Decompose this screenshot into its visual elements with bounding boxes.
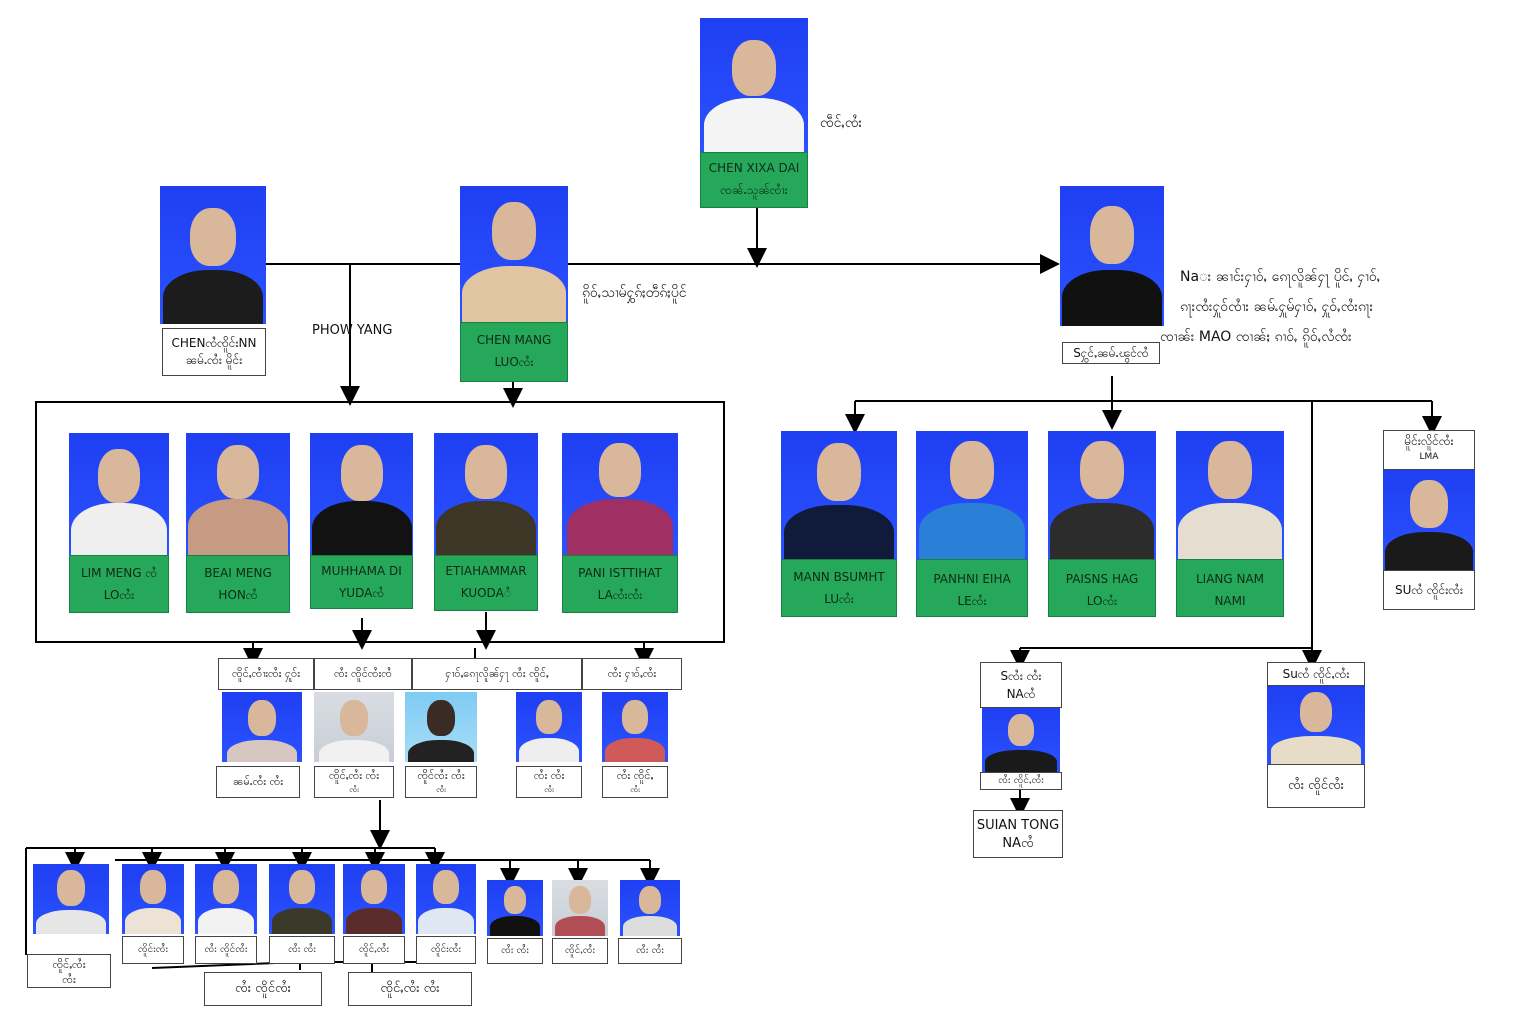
right-grand1-photo (982, 708, 1060, 772)
bottom-label-7: ၸႆး ၸႆး (487, 938, 543, 964)
right-grand2-bottom: ၸႆး ၸိူင်ၸႆး (1267, 764, 1365, 808)
grand-left-label-3: ၸိူင်ၸႆး ၸႆးၸႆး (405, 766, 477, 798)
right-single-top-label: မိူင်းလိူင်ၸႆးLMA (1383, 430, 1475, 470)
right-grand2-top: Suၸႆ ၸိူင်ႇၸႆး (1267, 662, 1365, 686)
spouse-photo-1 (222, 692, 302, 762)
left-parent-photo (160, 186, 266, 324)
grand-left-label-2: ၸိူင်ႇၸႆး ၸႆးၸႆး (314, 766, 394, 798)
spouse-photo-2 (314, 692, 394, 762)
mid-parent-photo (460, 186, 568, 322)
child-photo (562, 433, 678, 555)
spouse-label-3: ႁၢဝ်ႇၵေႃလိူၼ်ႁႃ ၸႆး ၸိူင်ႇ (412, 658, 582, 690)
right-single-bottom-label: SUၸႆ ၸိူင်းၸႆး (1383, 570, 1475, 610)
bottom-box-1: ၸႆး ၸိူင်ၸႆး (204, 972, 322, 1006)
bottom-photo-6 (416, 864, 476, 934)
child-left-1: LIM MENG ၸႆLOၸႆး (69, 433, 169, 613)
right-grand1-bottom: ၸႆး ၸိူင်ႇၸႆး (980, 772, 1062, 790)
bottom-label-9: ၸႆး ၸႆး (618, 938, 682, 964)
right-grandchild-2: Suၸႆ ၸိူင်ႇၸႆး ၸႆး ၸိူင်ၸႆး (1267, 662, 1365, 808)
bottom-box-2: ၸိူင်ႇၸႆး ၸႆး (348, 972, 472, 1006)
phow-yang-text: PHOW YANG (312, 323, 393, 338)
child-photo (916, 431, 1028, 559)
child-label: LIM MENG ၸႆLOၸႆး (69, 555, 169, 613)
child-photo (310, 433, 413, 555)
bottom-first-label: ၸိူင်ႇၸႆးၸႆး (27, 954, 111, 988)
root-side-text: ၸဵင်ႇၸႆး (820, 115, 863, 131)
right-parent-side-line3: ၸၢၼ်း MAO ၸၢၼ်ႈ ၵၢဝ်ႇ ၵိူဝ်ႇလႆၸႆး (1160, 329, 1352, 345)
mid-parent-side-text: ၵိူဝ်ႇသၢမ်ႁွၵ်ႈတဵၵ်ႈပိူင် (582, 285, 687, 301)
child-photo (186, 433, 290, 555)
spouse-label-1: ၸိူင်ႇၸၢႆးၸႆး ႁူဝ်း (218, 658, 314, 690)
bottom-photo-9 (620, 880, 680, 936)
spouse-label-4: ၸႆး ႁၢဝ်ႇၸႆး (582, 658, 682, 690)
bottom-photo-7 (487, 880, 543, 936)
child-photo (1048, 431, 1156, 559)
spouse-photo-5 (602, 692, 668, 762)
right-parent-label: Sႁွင်ႇၼမ်ႉၽွင်ၸႆ (1062, 342, 1160, 364)
child-photo (781, 431, 897, 559)
bottom-label-6: ၸိူင်းၸႆး (416, 936, 476, 964)
bottom-photo-5 (343, 864, 405, 934)
bottom-label-4: ၸႆး ၸႆး (269, 936, 335, 964)
spouse-photo-3 (405, 692, 477, 762)
bottom-label-5: ၸိူင်ႇၸႆး (343, 936, 405, 964)
right-grand2-photo (1267, 686, 1365, 764)
right-grandchild-1: Sၸႆး ၸႆးNAၸႆ ၸႆး ၸိူင်ႇၸႆး (980, 662, 1062, 790)
bottom-photo-2 (122, 864, 184, 934)
right-parent: Sႁွင်ႇၼမ်ႉၽွင်ၸႆ (1060, 186, 1164, 376)
bottom-photo-4 (269, 864, 335, 934)
spouse-photo-4 (516, 692, 582, 762)
spouse-label-2: ၸႆး ၸိူင်ၸႆးၸႆ (314, 658, 412, 690)
right-parent-side-line1: Naး ၼၢင်းႁၢဝ်ႇ ၵေႃလိူၼ်ႁႃ ပိူင်ႇ ႁၢဝ်ႇ (1180, 269, 1381, 285)
right-grand1-top: Sၸႆး ၸႆးNAၸႆ (980, 662, 1062, 708)
right-single-photo (1383, 470, 1475, 570)
bottom-photo-1 (33, 864, 109, 934)
bottom-label-8: ၸိူင်ႇၸႆး (552, 938, 608, 964)
child-photo (69, 433, 169, 555)
grand-left-label-5: ၸႆး ၸိူင်ႇၸႆး (602, 766, 668, 798)
bottom-photo-3 (195, 864, 257, 934)
bottom-photo-8 (552, 880, 608, 936)
child-photo (1176, 431, 1284, 559)
child-photo (434, 433, 538, 555)
grand-left-label-1: ၼမ်ႉၸႆး ၸႆး (216, 766, 300, 798)
right-parent-photo (1060, 186, 1164, 326)
bottom-label-3: ၸႆး ၸိူင်ၸႆး (195, 936, 257, 964)
root-photo (700, 18, 808, 152)
grand-left-label-4: ၸႆး ၸႆးၸႆး (516, 766, 582, 798)
child-right-single: မိူင်းလိူင်ၸႆးLMA SUၸႆ ၸိူင်းၸႆး (1383, 430, 1475, 610)
right-parent-side-line2: ၵႃးၸႆးႁူဝ်ၸၢႆး ၼမ်ႉႁူမ်ႁၢဝ်ႇ ႁူဝ်ႇၸႆးၵႃး (1180, 299, 1374, 315)
bottom-label-2: ၸိူင်းၸႆး (122, 936, 184, 964)
